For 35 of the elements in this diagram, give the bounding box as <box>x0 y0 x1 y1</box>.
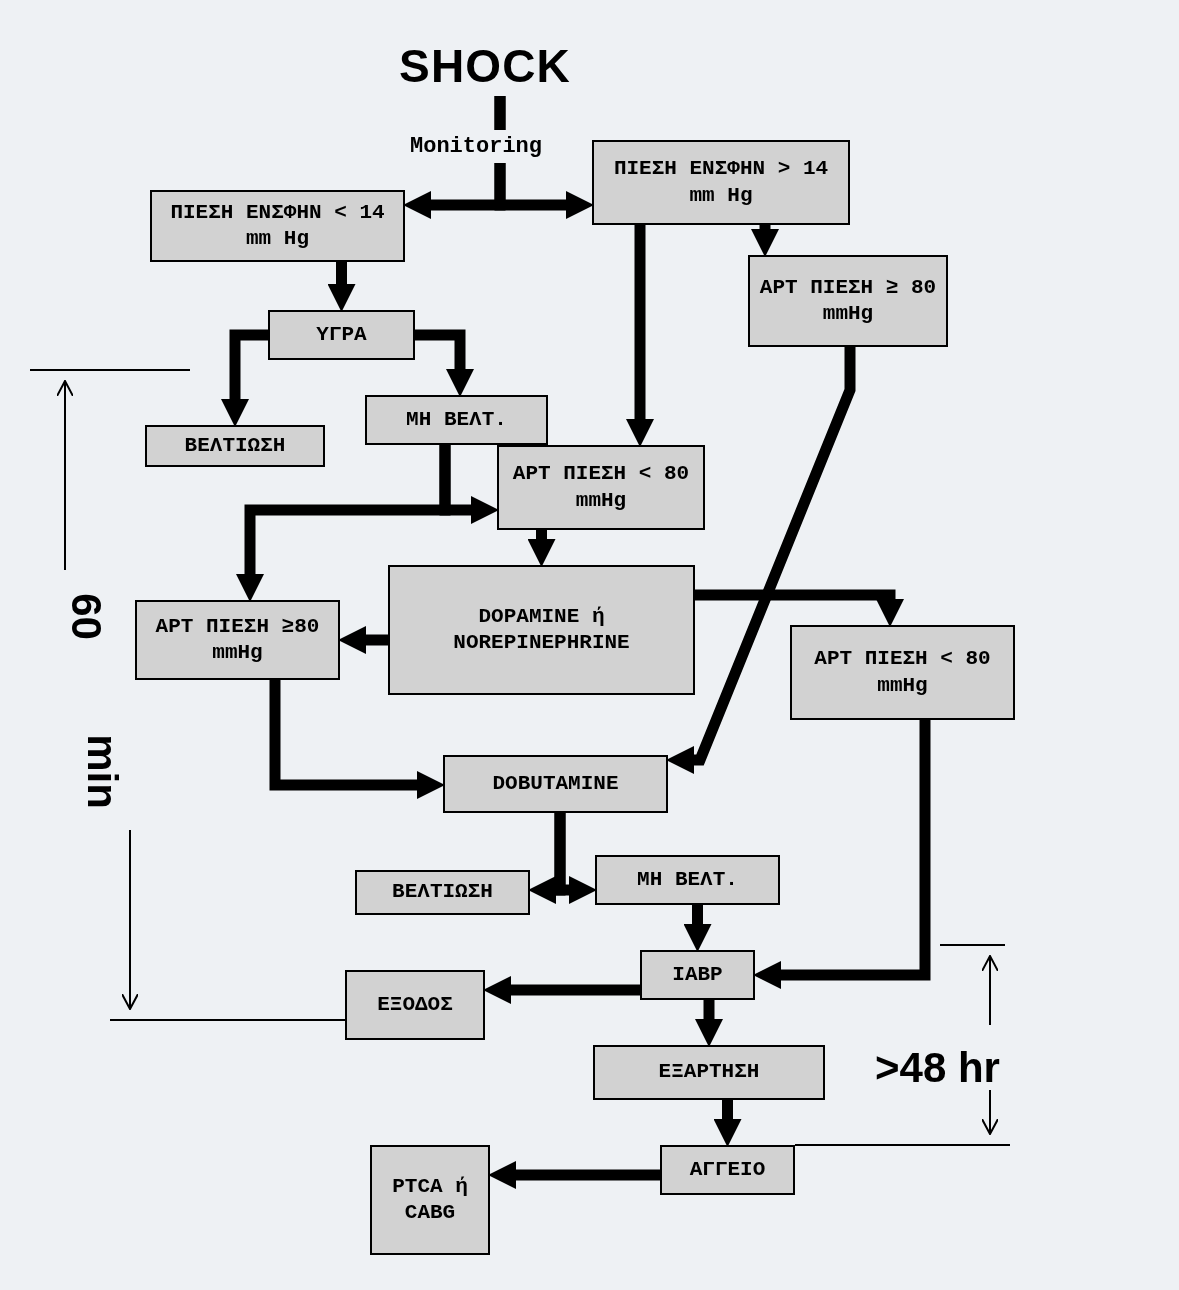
arrow <box>695 589 904 627</box>
arrow <box>221 329 268 427</box>
process-box: ΥΓΡΑ <box>268 310 415 360</box>
arrow <box>494 96 594 219</box>
process-box: ΑΡΤ ΠΙΕΣΗ ≥ 80 mmHg <box>748 255 948 347</box>
process-box: DOBUTAMINE <box>443 755 668 813</box>
duration-label: >48 hr <box>875 1043 1000 1093</box>
arrow <box>327 262 356 312</box>
arrow <box>626 225 654 447</box>
process-box: ΕΞΑΡΤΗΣΗ <box>593 1045 825 1100</box>
arrow <box>683 905 712 952</box>
process-box: ΑΓΓΕΙΟ <box>660 1145 795 1195</box>
process-box: PTCA ή CABG <box>370 1145 490 1255</box>
process-box: IABP <box>640 950 755 1000</box>
process-box: DOPAMINE ή NOREPINEPHRINE <box>388 565 695 695</box>
start-label: SHOCK <box>385 38 585 96</box>
process-box: ΒΕΛΤΙΩΣΗ <box>145 425 325 467</box>
arrow <box>527 530 556 567</box>
arrow <box>713 1100 742 1147</box>
arrow <box>554 813 597 904</box>
arrow <box>695 1000 723 1047</box>
process-box: ΠΙΕΣΗ ΕΝΣΦΗΝ > 14 mm Hg <box>592 140 850 225</box>
arrow <box>236 445 451 602</box>
duration-label: 60 <box>61 592 111 642</box>
process-box: ΜΗ ΒΕΛΤ. <box>595 855 780 905</box>
process-box: ΑΡΤ ΠΙΕΣΗ < 80 mmHg <box>497 445 705 530</box>
process-box: ΒΕΛΤΙΩΣΗ <box>355 870 530 915</box>
arrow <box>751 225 779 257</box>
duration-label: min <box>77 733 127 811</box>
arrow <box>269 680 445 799</box>
process-box: ΜΗ ΒΕΛΤ. <box>365 395 548 445</box>
process-box: ΠΙΕΣΗ ΕΝΣΦΗΝ < 14 mm Hg <box>150 190 405 262</box>
process-box: ΕΞΟΔΟΣ <box>345 970 485 1040</box>
process-box: ΑΡΤ ΠΙΕΣΗ < 80 mmHg <box>790 625 1015 720</box>
process-box: ΑΡΤ ΠΙΕΣΗ ≥80 mmHg <box>135 600 340 680</box>
